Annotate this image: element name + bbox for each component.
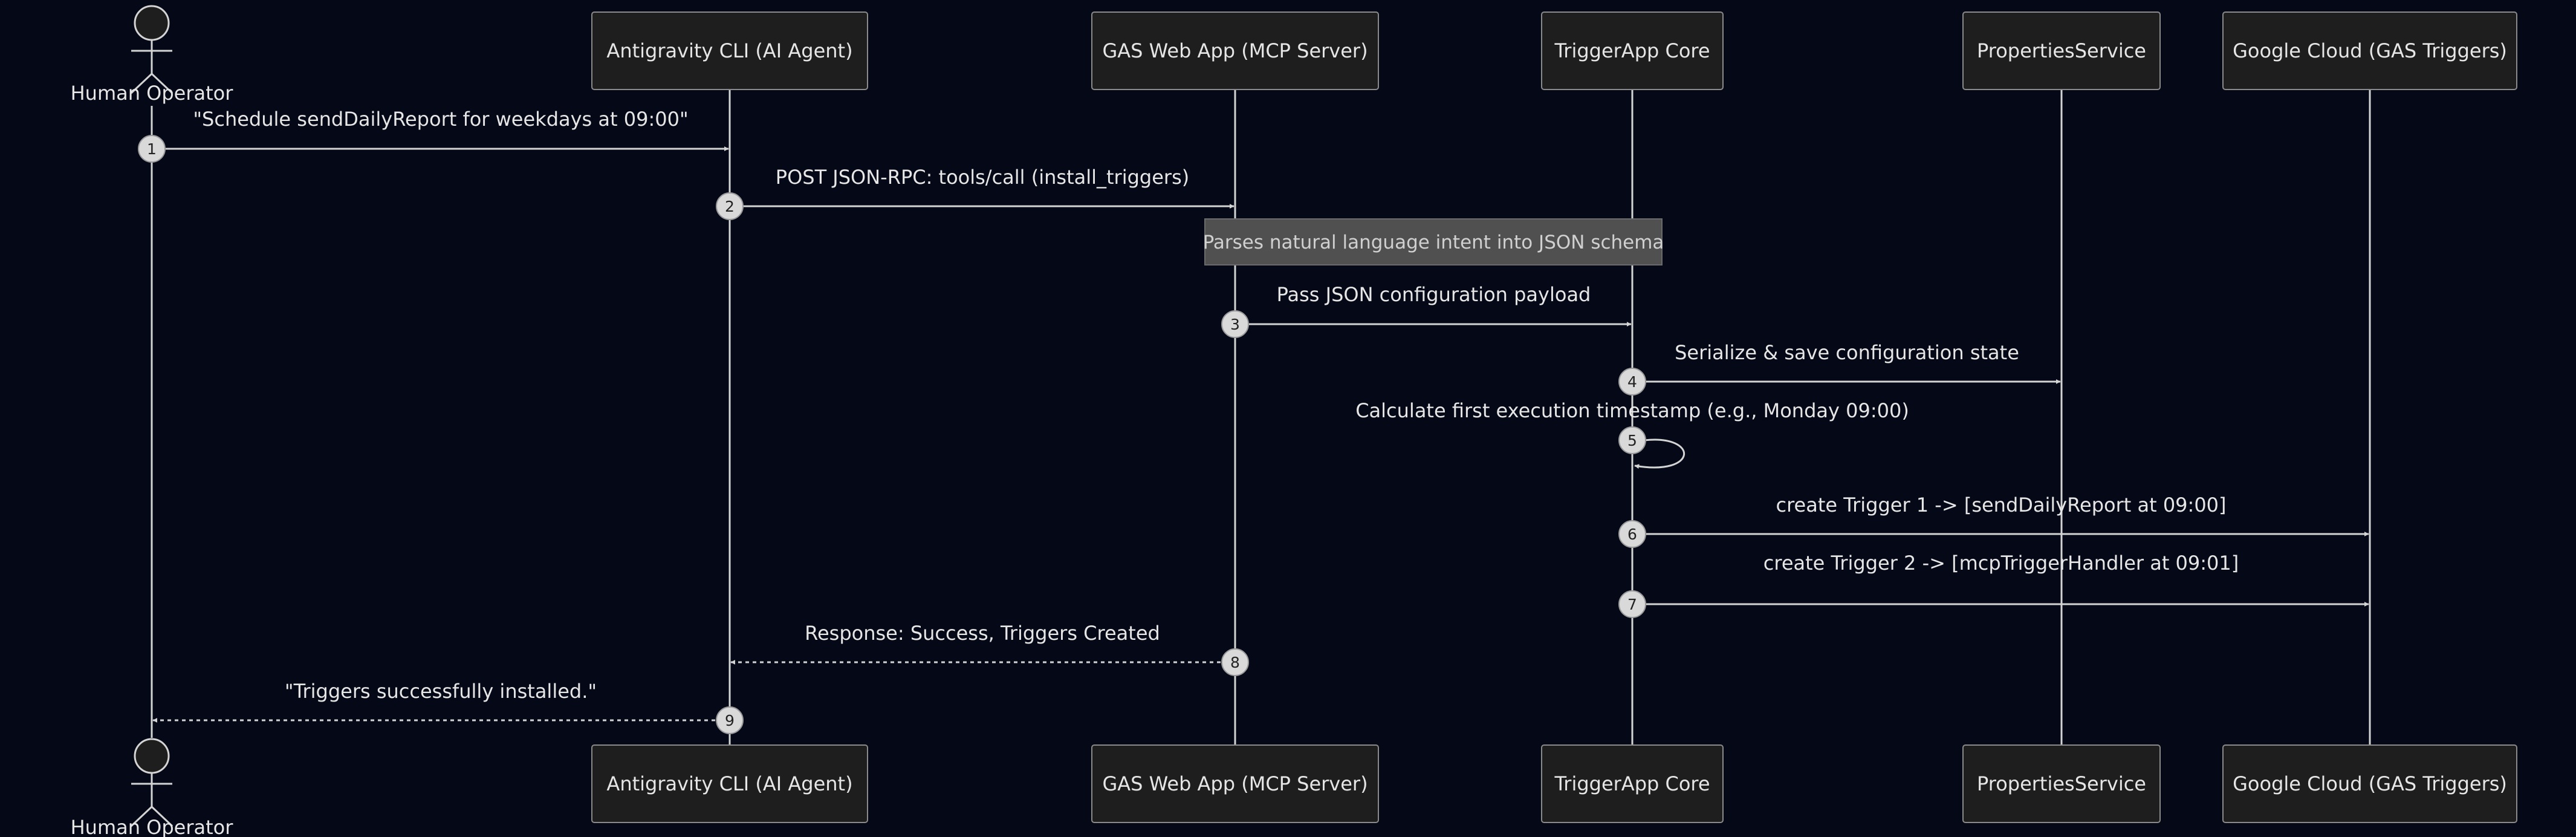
actor-leg-left <box>130 73 153 94</box>
message-label: Calculate first execution timestamp (e.g… <box>1355 399 1909 422</box>
participant-cloud-top: Google Cloud (GAS Triggers) <box>2222 11 2517 90</box>
sequence-number-badge: 4 <box>1618 368 1646 396</box>
sequence-number-badge: 3 <box>1221 310 1249 338</box>
participant-box <box>2222 744 2517 823</box>
messages: "Schedule sendDailyReport for weekdays a… <box>138 108 2369 734</box>
message-label: "Triggers successfully installed." <box>285 680 597 703</box>
participant-box <box>1541 744 1724 823</box>
actor-label: Human Operator <box>71 82 234 105</box>
badge-circle <box>1618 520 1646 548</box>
message-4: Serialize & save configuration state 4 <box>1618 341 2061 396</box>
message-8: Response: Success, Triggers Created 8 <box>730 622 1249 676</box>
sequence-number-badge: 1 <box>138 135 166 163</box>
message-label: create Trigger 1 -> [sendDailyReport at … <box>1776 493 2226 516</box>
note-gas: Parses natural language intent into JSON… <box>1203 218 1664 265</box>
participant-box <box>591 744 868 823</box>
sequence-number-badge: 9 <box>716 706 744 734</box>
badge-number: 3 <box>1230 316 1240 333</box>
message-5: Calculate first execution timestamp (e.g… <box>1355 399 1909 469</box>
badge-circle <box>138 135 166 163</box>
sequence-number-badge: 7 <box>1618 590 1646 618</box>
actor-leg-right <box>151 73 174 94</box>
participant-props-top: PropertiesService <box>1962 11 2161 90</box>
actor-head <box>134 738 170 774</box>
note-box <box>1204 218 1663 265</box>
message-label: POST JSON-RPC: tools/call (install_trigg… <box>776 166 1189 189</box>
participant-cli-bottom: Antigravity CLI (AI Agent) <box>591 744 868 823</box>
participant-label: PropertiesService <box>1977 39 2146 62</box>
participant-label: Antigravity CLI (AI Agent) <box>606 772 852 795</box>
participant-label: Antigravity CLI (AI Agent) <box>606 39 852 62</box>
message-label: Response: Success, Triggers Created <box>805 622 1160 645</box>
message-6: create Trigger 1 -> [sendDailyReport at … <box>1618 493 2369 548</box>
message-2: POST JSON-RPC: tools/call (install_trigg… <box>716 166 1234 220</box>
notes: Parses natural language intent into JSON… <box>1203 218 1664 265</box>
lifelines <box>151 90 2371 745</box>
badge-number: 8 <box>1230 654 1240 671</box>
actor-leg-left <box>130 806 153 827</box>
message-1: "Schedule sendDailyReport for weekdays a… <box>138 108 729 163</box>
badge-number: 5 <box>1627 432 1637 449</box>
badge-circle <box>1618 590 1646 618</box>
participant-core-bottom: TriggerApp Core <box>1541 744 1724 823</box>
message-label: Serialize & save configuration state <box>1675 341 2019 364</box>
actor-label: Human Operator <box>71 816 234 837</box>
participant-label: PropertiesService <box>1977 772 2146 795</box>
message-3: Pass JSON configuration payload 3 <box>1221 283 1632 338</box>
badge-circle <box>1221 310 1249 338</box>
badge-number: 4 <box>1627 373 1637 391</box>
participant-cloud-bottom: Google Cloud (GAS Triggers) <box>2222 744 2517 823</box>
message-9: "Triggers successfully installed." 9 <box>152 680 744 734</box>
participant-core-top: TriggerApp Core <box>1541 11 1724 90</box>
participant-gas-top: GAS Web App (MCP Server) <box>1091 11 1379 90</box>
participant-label: TriggerApp Core <box>1554 39 1710 62</box>
sequence-number-badge: 5 <box>1618 426 1646 454</box>
actor-human-bottom: Human Operator <box>71 738 234 837</box>
participant-cli-top: Antigravity CLI (AI Agent) <box>591 11 868 90</box>
badge-number: 6 <box>1627 526 1637 543</box>
participant-box <box>1962 11 2161 90</box>
badge-circle <box>1618 426 1646 454</box>
participant-box <box>1091 744 1379 823</box>
message-label: Pass JSON configuration payload <box>1277 283 1591 306</box>
participant-box <box>2222 11 2517 90</box>
badge-number: 1 <box>147 140 157 158</box>
participant-box <box>1962 744 2161 823</box>
actor-leg-right <box>151 806 174 827</box>
sequence-number-badge: 2 <box>716 192 744 220</box>
participant-props-bottom: PropertiesService <box>1962 744 2161 823</box>
participant-box <box>1091 11 1379 90</box>
message-7: create Trigger 2 -> [mcpTriggerHandler a… <box>1618 552 2369 618</box>
participant-label: TriggerApp Core <box>1554 772 1710 795</box>
participant-box <box>591 11 868 90</box>
participant-label: GAS Web App (MCP Server) <box>1102 772 1367 795</box>
badge-circle <box>716 706 744 734</box>
sequence-number-badge: 8 <box>1221 648 1249 676</box>
badge-circle <box>716 192 744 220</box>
message-label: create Trigger 2 -> [mcpTriggerHandler a… <box>1763 552 2239 575</box>
actor-head <box>134 5 170 41</box>
sequence-number-badge: 6 <box>1618 520 1646 548</box>
participant-label: Google Cloud (GAS Triggers) <box>2233 772 2507 795</box>
badge-circle <box>1618 368 1646 396</box>
message-label: "Schedule sendDailyReport for weekdays a… <box>193 108 688 131</box>
badge-number: 2 <box>725 198 735 215</box>
badge-number: 9 <box>725 712 735 729</box>
participant-label: GAS Web App (MCP Server) <box>1102 39 1367 62</box>
badge-number: 7 <box>1627 596 1637 613</box>
participant-label: Google Cloud (GAS Triggers) <box>2233 39 2507 62</box>
participant-gas-bottom: GAS Web App (MCP Server) <box>1091 744 1379 823</box>
badge-circle <box>1221 648 1249 676</box>
actor-human-top: Human Operator <box>71 5 234 105</box>
message-arrow <box>1634 438 1685 469</box>
note-text: Parses natural language intent into JSON… <box>1203 232 1664 253</box>
participant-box <box>1541 11 1724 90</box>
